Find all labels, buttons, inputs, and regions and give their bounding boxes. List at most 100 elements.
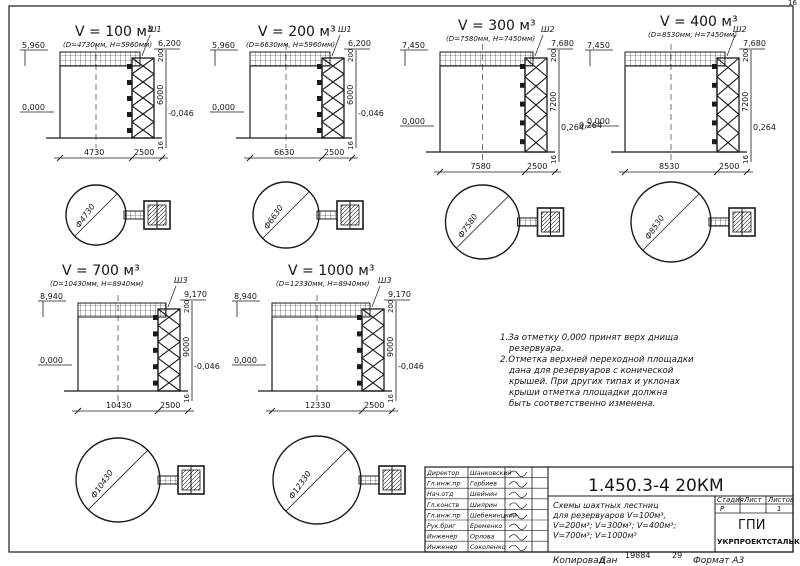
ladder-plan xyxy=(177,465,205,495)
scheme-5: V = 700 м³(D=10430мм, H=8940мм) 8,940 9,17… xyxy=(38,263,220,523)
dim-platform: 2500 xyxy=(160,401,180,410)
copied-sign: Дан xyxy=(598,556,618,566)
signature xyxy=(508,481,528,488)
scheme-3: V = 300 м³(D=7580мм, H=7450мм) 7,450 7,680… xyxy=(400,18,584,260)
volume-title: V = 300 м³ xyxy=(458,18,536,34)
zero-elevation-mark: 0,000 xyxy=(22,103,45,112)
notes-block: 1.За отметку 0,000 принят верх днищарезе… xyxy=(500,333,694,409)
platform-elevation-mark: 6,200 xyxy=(348,39,371,48)
roof-platform xyxy=(77,302,167,318)
sheet-number: 29 xyxy=(672,551,682,560)
dim-height: 6000 xyxy=(346,85,355,105)
staff-name: Шебенинцкий xyxy=(470,511,517,519)
ladder-label: Ш2 xyxy=(541,25,555,34)
dim-width: 6630 xyxy=(274,148,294,157)
platform-elevation-mark: 9,170 xyxy=(184,290,207,299)
footer: Копировал Дан 19884 29 Формат А3 xyxy=(553,551,745,566)
staff-name: Шилрин xyxy=(470,502,497,509)
dim-width: 8530 xyxy=(659,162,679,171)
dim-width: 7580 xyxy=(471,162,491,171)
zero-elevation-mark: 0,000 xyxy=(212,103,235,112)
org-abbr: ГПИ xyxy=(738,518,765,533)
staff-role: Инженер xyxy=(427,534,457,541)
lower-elevation-mark: -0,046 xyxy=(398,362,424,371)
roof-platform xyxy=(439,51,534,67)
staff-role: Гл.инж.пр xyxy=(427,481,461,488)
platform-elevation-mark: 7,680 xyxy=(551,39,574,48)
staff-role: Инженер xyxy=(427,544,457,551)
volume-dims: (D=7580мм, H=7450мм) xyxy=(446,35,535,43)
sheets-label: Листов xyxy=(767,496,794,504)
doc-number: 19884 xyxy=(625,551,650,560)
shaft-ladder xyxy=(317,57,345,139)
staff-role: Гл.конств xyxy=(427,502,459,509)
shaft-ladder xyxy=(357,308,385,392)
top-elevation-mark: 7,450 xyxy=(587,41,610,50)
note-line: дана для резервуаров с конической xyxy=(508,366,674,376)
dim-bottom: 16 xyxy=(742,155,750,164)
ladder-label: Ш3 xyxy=(174,276,188,285)
description-line-3: V=200м³; V=300м³; V=400м³; xyxy=(553,521,677,530)
dim-platform: 2500 xyxy=(134,148,154,157)
staff-name: Горбиев xyxy=(470,480,497,488)
dim-width: 4730 xyxy=(84,148,104,157)
roof-platform xyxy=(624,51,726,67)
staff-role: Рук.бриг xyxy=(427,522,456,530)
corner-mark: 16 xyxy=(788,0,797,7)
lower-elevation-mark: 0,264 xyxy=(753,123,776,132)
zero-elevation-mark: 0,000 xyxy=(402,117,425,126)
volume-title: V = 100 м³ xyxy=(75,24,153,40)
note-line: 2.Отметка верхней переходной площадки xyxy=(500,355,694,365)
org-name: УКРПРОЕКТСТАЛЬКОНСТРУКЦИЯ xyxy=(717,537,800,546)
scheme-group: V = 100 м³(D=4730мм, H=5960мм) 5,960 6,200… xyxy=(20,14,776,525)
staff-name: Еременко xyxy=(470,523,502,530)
dim-roof-gap: 200 xyxy=(157,49,165,62)
signature xyxy=(508,534,528,541)
ladder-plan xyxy=(378,465,406,495)
dim-roof-gap: 200 xyxy=(550,49,558,62)
note-line: крыши отметка площадки должна xyxy=(509,388,667,398)
dim-height: 9000 xyxy=(182,337,191,357)
signature xyxy=(508,544,528,552)
volume-dims: (D=4730мм, H=5960мм) xyxy=(63,41,152,49)
diameter-label: Ф12330 xyxy=(287,469,313,501)
drawing-code: 1.450.3-4 20КМ xyxy=(588,476,724,496)
note-line: резервуара. xyxy=(508,344,564,354)
volume-title: V = 700 м³ xyxy=(62,263,140,279)
ladder-plan xyxy=(728,207,756,237)
lower-elevation-mark: 0,264 xyxy=(561,123,584,132)
dim-platform: 2500 xyxy=(364,401,384,410)
volume-dims: (D=6630мм, H=5960мм) xyxy=(246,41,335,49)
volume-title: V = 1000 м³ xyxy=(288,263,374,279)
dim-height: 7200 xyxy=(549,92,558,112)
lower-elevation-mark: -0,046 xyxy=(358,109,384,118)
zero-elevation-mark: 0,000 xyxy=(40,356,63,365)
top-elevation-mark: 5,960 xyxy=(212,41,235,50)
dim-height: 6000 xyxy=(156,85,165,105)
shaft-ladder xyxy=(153,308,181,392)
note-line: быть соответственно изменена. xyxy=(509,399,655,409)
stage-value: Р xyxy=(720,505,725,513)
top-elevation-mark: 8,940 xyxy=(40,292,63,301)
diameter-label: Ф7580 xyxy=(456,212,479,239)
staff-role: Гл.инж.пр xyxy=(427,512,461,519)
diameter-label: Ф10430 xyxy=(89,468,115,500)
shaft-ladder xyxy=(127,57,155,139)
shaft-ladder xyxy=(520,57,548,153)
dim-bottom: 16 xyxy=(157,141,165,150)
dim-roof-gap: 200 xyxy=(347,49,355,62)
dim-bottom: 16 xyxy=(550,155,558,164)
roof-platform xyxy=(59,51,141,67)
dim-platform: 2500 xyxy=(324,148,344,157)
left-extra-mark: 0,264 xyxy=(579,121,602,130)
dim-platform: 2500 xyxy=(719,162,739,171)
ladder-plan xyxy=(536,207,565,237)
roof-platform xyxy=(271,302,371,318)
ladder-plan xyxy=(143,200,171,230)
platform-elevation-mark: 9,170 xyxy=(388,290,411,299)
volume-dims: (D=10430мм, H=8940мм) xyxy=(50,280,144,288)
zero-elevation-mark: 0,000 xyxy=(234,356,257,365)
volume-dims: (D=8530мм, H=7450мм) xyxy=(648,31,737,39)
top-elevation-mark: 7,450 xyxy=(402,41,425,50)
